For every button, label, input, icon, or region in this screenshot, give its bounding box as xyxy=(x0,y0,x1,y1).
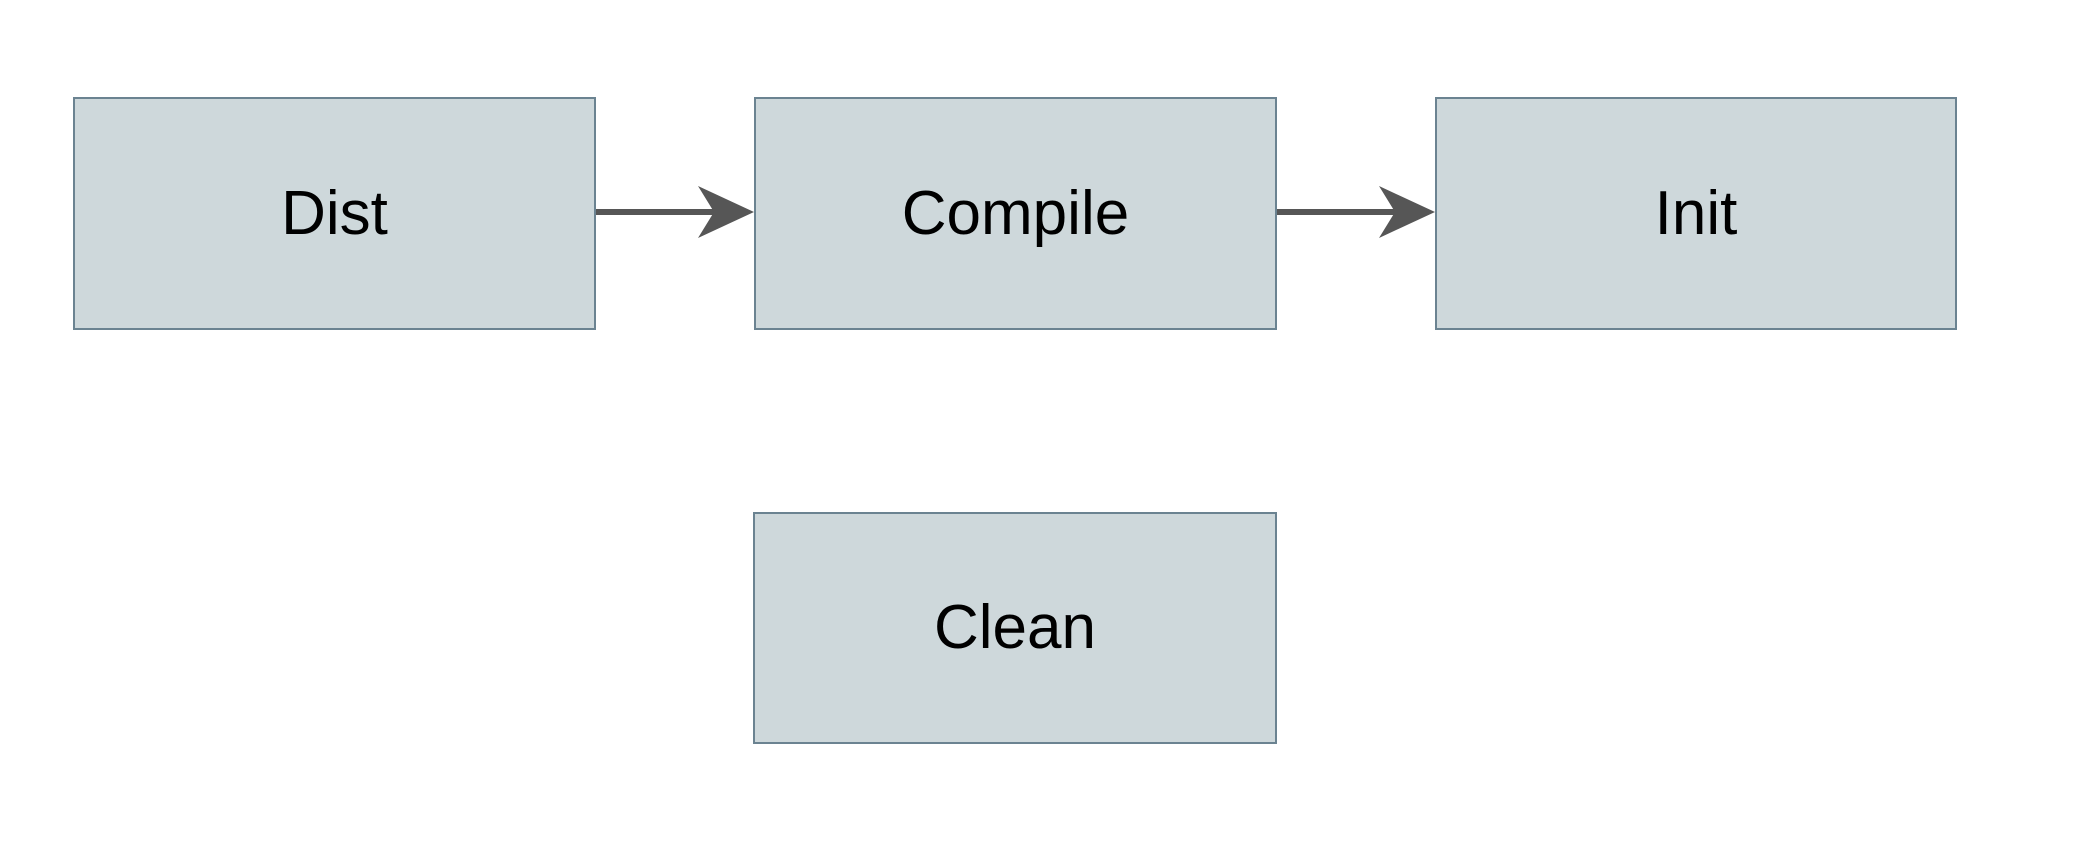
node-init-label: Init xyxy=(1654,178,1738,248)
edge-compile-to-init xyxy=(1277,186,1435,238)
node-init[interactable]: Init xyxy=(1435,97,1957,330)
node-clean-label: Clean xyxy=(934,593,1096,662)
node-dist-label: Dist xyxy=(281,178,388,248)
edge-dist-to-compile xyxy=(596,186,754,238)
node-dist[interactable]: Dist xyxy=(73,97,596,330)
node-compile[interactable]: Compile xyxy=(754,97,1277,330)
node-clean[interactable]: Clean xyxy=(753,512,1277,744)
node-compile-label: Compile xyxy=(901,178,1130,248)
